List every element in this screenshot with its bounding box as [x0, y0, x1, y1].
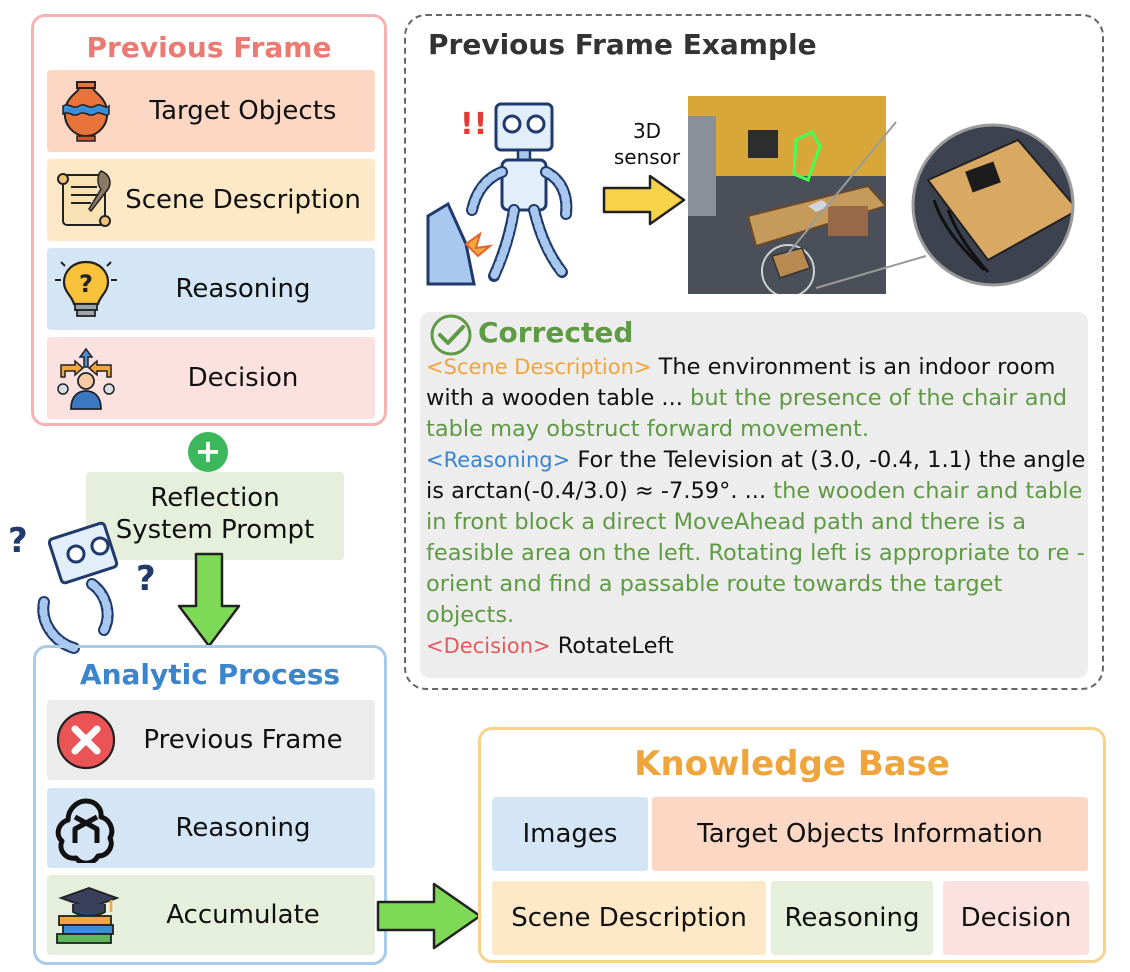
confused-robot-icon: ? ? [8, 521, 156, 654]
svg-text:?: ? [136, 559, 156, 599]
corrected-box: Corrected <Scene Description> The enviro… [420, 312, 1088, 678]
alert-mark: !! [460, 107, 487, 142]
sensor-label: 3D sensor [602, 118, 692, 170]
reasoning-row: ? Reasoning [47, 248, 375, 330]
analytic-process-title: Analytic Process [79, 658, 341, 691]
decision-row: Decision [47, 337, 375, 419]
ap-reasoning-label: Reasoning [175, 813, 311, 843]
vase-icon [62, 81, 110, 142]
ap-accumulate-label: Accumulate [166, 900, 320, 930]
right-arrow-icon [376, 882, 482, 950]
scene-description-tag: <Scene Description> [426, 355, 652, 379]
corrected-title: Corrected [478, 316, 634, 349]
knowledge-base-title: Knowledge Base [634, 744, 950, 784]
ap-accumulate-row: Accumulate [47, 875, 375, 955]
scene-description-text: The environment is an indoor room with a… [426, 354, 1056, 411]
zoom-lines [785, 121, 927, 289]
sensor-label-line-1: 3D [632, 119, 662, 143]
openai-logo-icon [55, 798, 115, 863]
reasoning-tag: <Reasoning> [426, 448, 571, 472]
kb-images-cell: Images [492, 797, 648, 871]
reasoning-label: Reasoning [175, 274, 311, 304]
scene-render-image [688, 96, 886, 294]
kb-decision-cell: Decision [943, 881, 1089, 955]
robot-collision-icon: !! [426, 102, 573, 286]
decision-label: Decision [187, 363, 299, 393]
down-arrow-icon [177, 552, 241, 648]
decision-tag: <Decision> [426, 634, 551, 658]
svg-text:?: ? [79, 270, 93, 298]
example-title: Previous Frame Example [428, 28, 817, 61]
close-circle-icon [56, 710, 116, 770]
reasoning-correction: the wooden chair and table in front bloc… [426, 478, 1085, 628]
corrected-text: <Scene Description> The environment is a… [426, 352, 1086, 662]
scroll-quill-icon [57, 170, 111, 227]
plus-icon: + [188, 432, 228, 472]
reasoning-text: For the Television at (3.0, -0.4, 1.1) t… [426, 447, 1086, 504]
scene-description-row: Scene Description [47, 159, 375, 241]
sensor-label-line-2: sensor [613, 145, 681, 169]
check-circle-icon [430, 314, 472, 356]
lightbulb-question-icon: ? [55, 260, 117, 317]
target-objects-label: Target Objects [149, 96, 337, 126]
previous-frame-example-panel: Previous Frame Example !! 3D sensor [404, 14, 1104, 690]
ap-previous-frame-label: Previous Frame [143, 725, 343, 755]
previous-frame-panel: Previous Frame Target Objects Scene Desc… [31, 14, 387, 426]
knowledge-base-panel: Knowledge Base Images Target Objects Inf… [478, 727, 1106, 963]
kb-scene-description-cell: Scene Description [492, 881, 766, 955]
previous-frame-title: Previous Frame [86, 31, 332, 64]
zoomed-chair-image [911, 123, 1075, 287]
scene-description-correction: but the presence of the chair and table … [426, 385, 1068, 442]
reflection-system-prompt-box: Reflection System Prompt [86, 472, 344, 560]
kb-reasoning-cell: Reasoning [771, 881, 933, 955]
decision-text: RotateLeft [550, 633, 674, 659]
reflection-line-1: Reflection [150, 483, 280, 513]
analytic-process-panel: Analytic Process Previous Frame Reasonin… [33, 645, 387, 965]
reflection-line-2: System Prompt [115, 515, 315, 545]
books-graduation-cap-icon [56, 887, 120, 944]
sensor-arrow-icon [602, 174, 686, 226]
ap-previous-frame-row: Previous Frame [47, 700, 375, 780]
target-objects-row: Target Objects [47, 70, 375, 152]
svg-text:?: ? [8, 521, 28, 561]
kb-target-objects-cell: Target Objects Information [652, 797, 1088, 871]
scene-description-label: Scene Description [125, 185, 361, 215]
ap-reasoning-row: Reasoning [47, 788, 375, 868]
decision-person-icon [57, 347, 115, 410]
